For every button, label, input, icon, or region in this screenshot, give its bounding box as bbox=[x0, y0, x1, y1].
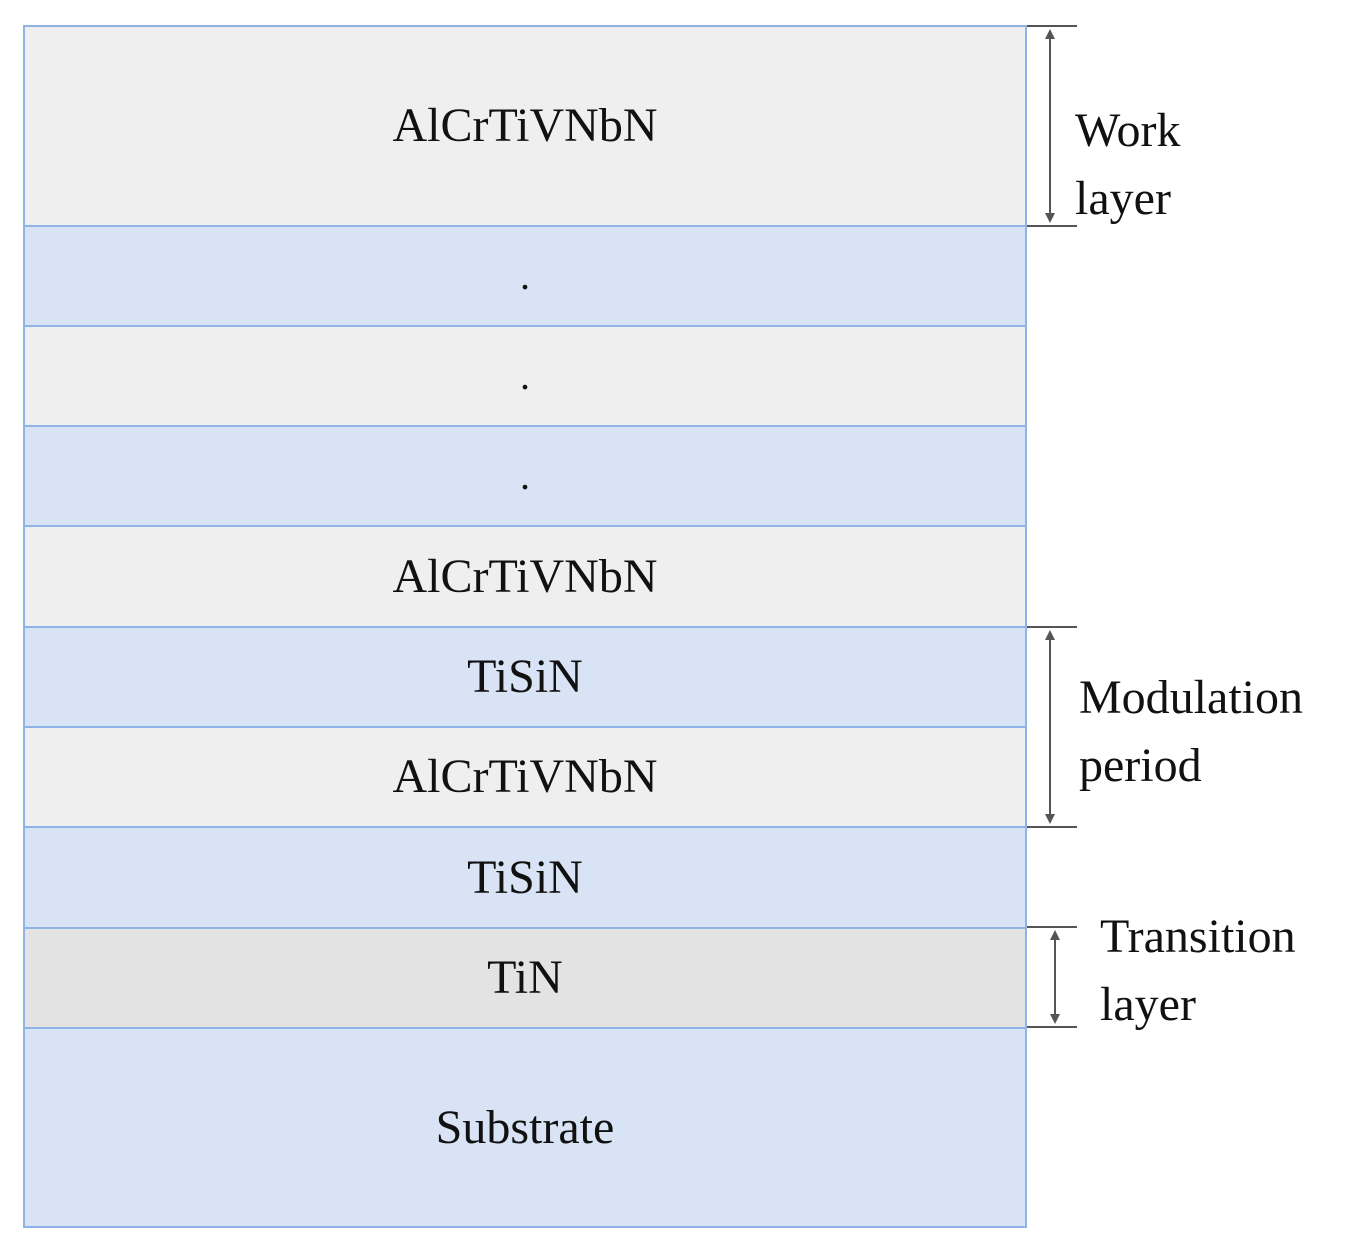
layer-label: TiSiN bbox=[467, 850, 583, 904]
work-layer-label: Work layer bbox=[1075, 97, 1180, 233]
work-layer-line1: Work bbox=[1075, 104, 1181, 157]
ellipsis-dot: . bbox=[520, 453, 530, 498]
layer-substrate: Substrate bbox=[23, 1027, 1027, 1228]
layer-alcrtivnbn-3: AlCrTiVNbN bbox=[23, 726, 1027, 828]
layer-label: AlCrTiVNbN bbox=[392, 750, 658, 803]
layer-label: AlCrTiVNbN bbox=[392, 549, 658, 603]
work-layer-line2: layer bbox=[1075, 172, 1171, 225]
modulation-period-line2: period bbox=[1079, 739, 1202, 792]
layer-stack: AlCrTiVNbN . . . AlCrTiVNbN TiSiN AlCrTi… bbox=[23, 25, 1027, 1228]
modulation-period-label: Modulation period bbox=[1079, 664, 1303, 800]
layer-ellipsis-3: . bbox=[23, 425, 1027, 527]
layer-label: TiN bbox=[487, 951, 563, 1004]
layer-label: Substrate bbox=[435, 1100, 615, 1154]
transition-layer-line1: Transition bbox=[1100, 910, 1296, 963]
layer-tisin-2: TiSiN bbox=[23, 826, 1027, 929]
layer-label: TiSiN bbox=[467, 650, 583, 703]
layer-alcrtivnbn-work: AlCrTiVNbN bbox=[23, 25, 1027, 227]
layer-tin: TiN bbox=[23, 927, 1027, 1029]
transition-layer-line2: layer bbox=[1100, 978, 1196, 1031]
modulation-period-line1: Modulation bbox=[1079, 671, 1303, 724]
layer-label: AlCrTiVNbN bbox=[392, 99, 658, 152]
transition-layer-label: Transition layer bbox=[1100, 903, 1296, 1039]
ellipsis-dot: . bbox=[520, 253, 530, 298]
layer-ellipsis-2: . bbox=[23, 325, 1027, 427]
layer-tisin-1: TiSiN bbox=[23, 626, 1027, 728]
ellipsis-dot: . bbox=[520, 353, 530, 398]
layer-alcrtivnbn-2: AlCrTiVNbN bbox=[23, 525, 1027, 628]
